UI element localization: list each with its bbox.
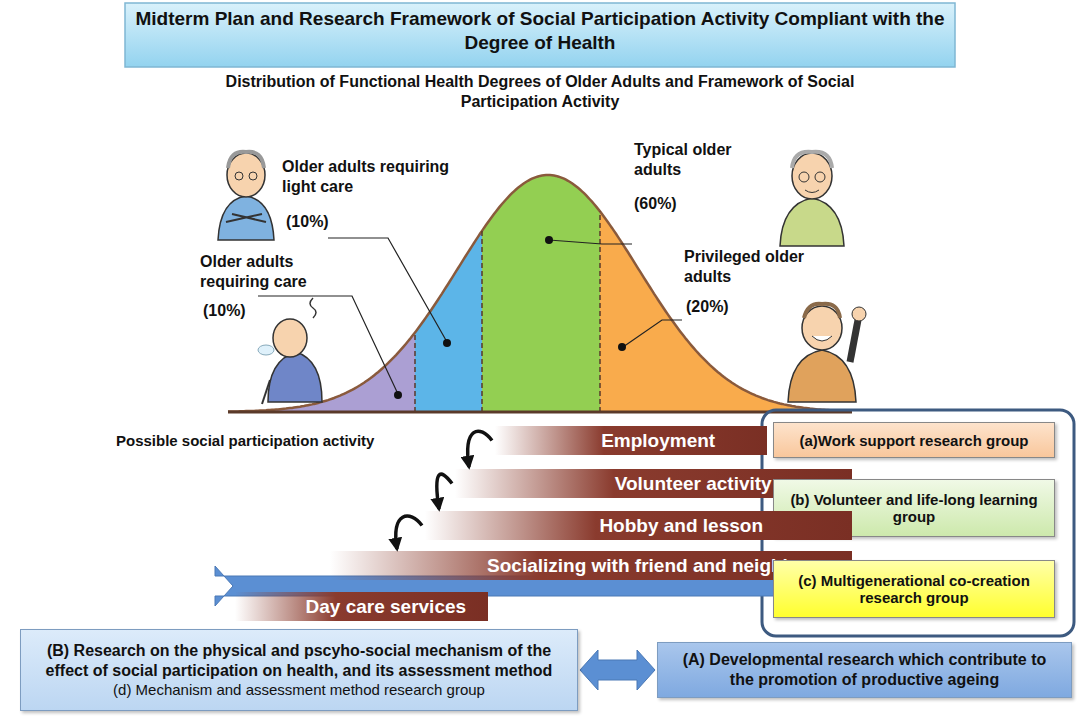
leader-line <box>623 320 682 347</box>
activity-band: Hobby and lesson <box>425 511 852 540</box>
activity-band: Day care services <box>235 592 488 621</box>
double-arrow <box>580 650 655 690</box>
curve-label: (10%) <box>286 212 346 232</box>
node-text: Socializing with friend and neighbor <box>487 551 813 580</box>
bell-curve <box>228 175 852 412</box>
divider <box>414 333 416 413</box>
baseline <box>228 411 852 414</box>
leader-dot <box>618 343 626 351</box>
divider <box>599 211 601 412</box>
dizzy-mark <box>310 298 316 318</box>
leader-line <box>549 240 632 244</box>
body <box>268 352 322 402</box>
person-typical <box>780 152 844 246</box>
activity-band: Employment <box>495 426 767 455</box>
hair <box>804 304 840 318</box>
leader-dot <box>394 391 402 399</box>
curve-label: Typical older adults <box>634 140 774 180</box>
divider <box>481 231 483 412</box>
research-box: (B) Research on the physical and pscyho-… <box>20 629 578 711</box>
research-group-box: (c) Multigenerational co-creation resear… <box>773 560 1055 618</box>
person-privileged <box>788 304 866 402</box>
curve-label: Older adults requiring care <box>200 252 360 292</box>
arm <box>850 320 858 362</box>
curve-label: (20%) <box>686 297 746 317</box>
mouth <box>805 190 819 193</box>
leader-dot <box>443 339 451 347</box>
leader-line <box>328 238 447 342</box>
glasses <box>799 172 809 182</box>
node-text: Employment <box>601 426 715 455</box>
leader-dot <box>545 236 553 244</box>
research-group-box: (a)Work support research group <box>773 422 1055 458</box>
curve-label: Privileged older adults <box>684 247 834 287</box>
breath <box>258 345 274 355</box>
node-text: (B) Research on the physical and pscyho-… <box>33 641 565 681</box>
body <box>788 350 856 402</box>
curve-segment <box>228 333 415 413</box>
glasses <box>235 172 243 180</box>
curved-arrow <box>396 516 422 549</box>
body <box>218 196 274 240</box>
curve-segment <box>482 175 600 412</box>
curved-arrow <box>437 474 452 509</box>
glasses <box>815 172 825 182</box>
body <box>780 198 844 246</box>
node-text: (a)Work support research group <box>800 432 1029 449</box>
hair <box>792 152 832 168</box>
node-text: (A) Developmental research which contrib… <box>670 650 1059 690</box>
curve-outline <box>228 175 852 412</box>
node-text: Day care services <box>306 592 467 621</box>
curve-label: (10%) <box>203 301 263 321</box>
node-text: (c) Multigenerational co-creation resear… <box>782 572 1046 606</box>
person-light-care <box>218 152 274 240</box>
curved-arrow <box>468 431 492 467</box>
leader-lines <box>258 238 682 394</box>
leader-dots <box>394 236 626 399</box>
node-text: Volunteer activity <box>615 469 772 498</box>
fist <box>852 307 866 321</box>
head <box>227 153 265 197</box>
person-care <box>258 298 322 404</box>
node-text: (d) Mechanism and assessment method rese… <box>113 681 485 700</box>
curve-label: Older adults requiring light care <box>282 157 460 197</box>
head <box>273 319 307 357</box>
glasses <box>249 172 257 180</box>
head <box>792 153 832 199</box>
title-box <box>125 3 955 67</box>
curve-label: (60%) <box>634 194 694 214</box>
row-heading: Possible social participation activity <box>116 432 446 451</box>
title-text: Midterm Plan and Research Framework of S… <box>130 7 950 55</box>
mouth <box>812 336 832 341</box>
arms <box>226 214 266 222</box>
subtitle: Distribution of Functional Health Degree… <box>200 72 880 112</box>
arm <box>262 380 270 404</box>
curve-segment <box>415 231 482 412</box>
node-text: Hobby and lesson <box>599 511 763 540</box>
research-box: (A) Developmental research which contrib… <box>657 642 1072 698</box>
hair <box>228 152 264 168</box>
